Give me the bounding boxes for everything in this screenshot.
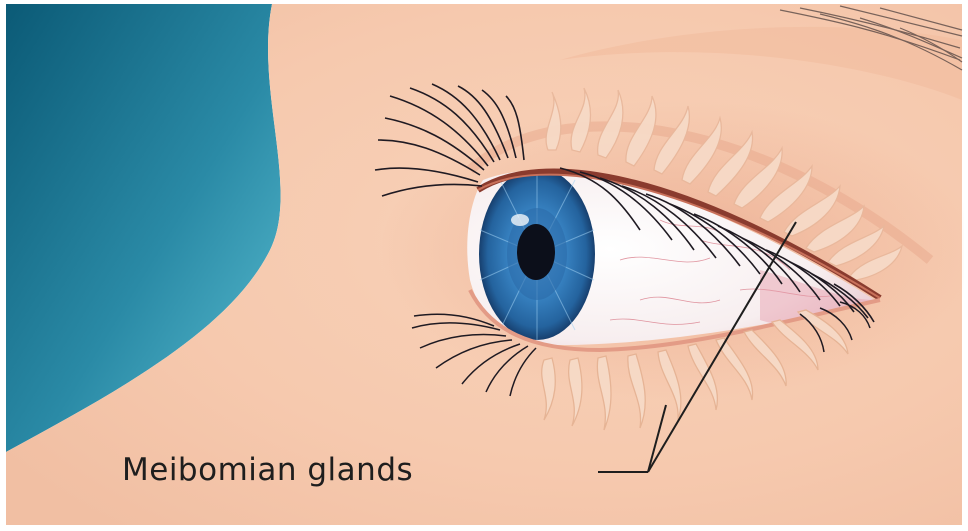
iris (479, 168, 595, 340)
meibomian-glands-label: Meibomian glands (122, 452, 413, 488)
pupil (517, 224, 555, 280)
